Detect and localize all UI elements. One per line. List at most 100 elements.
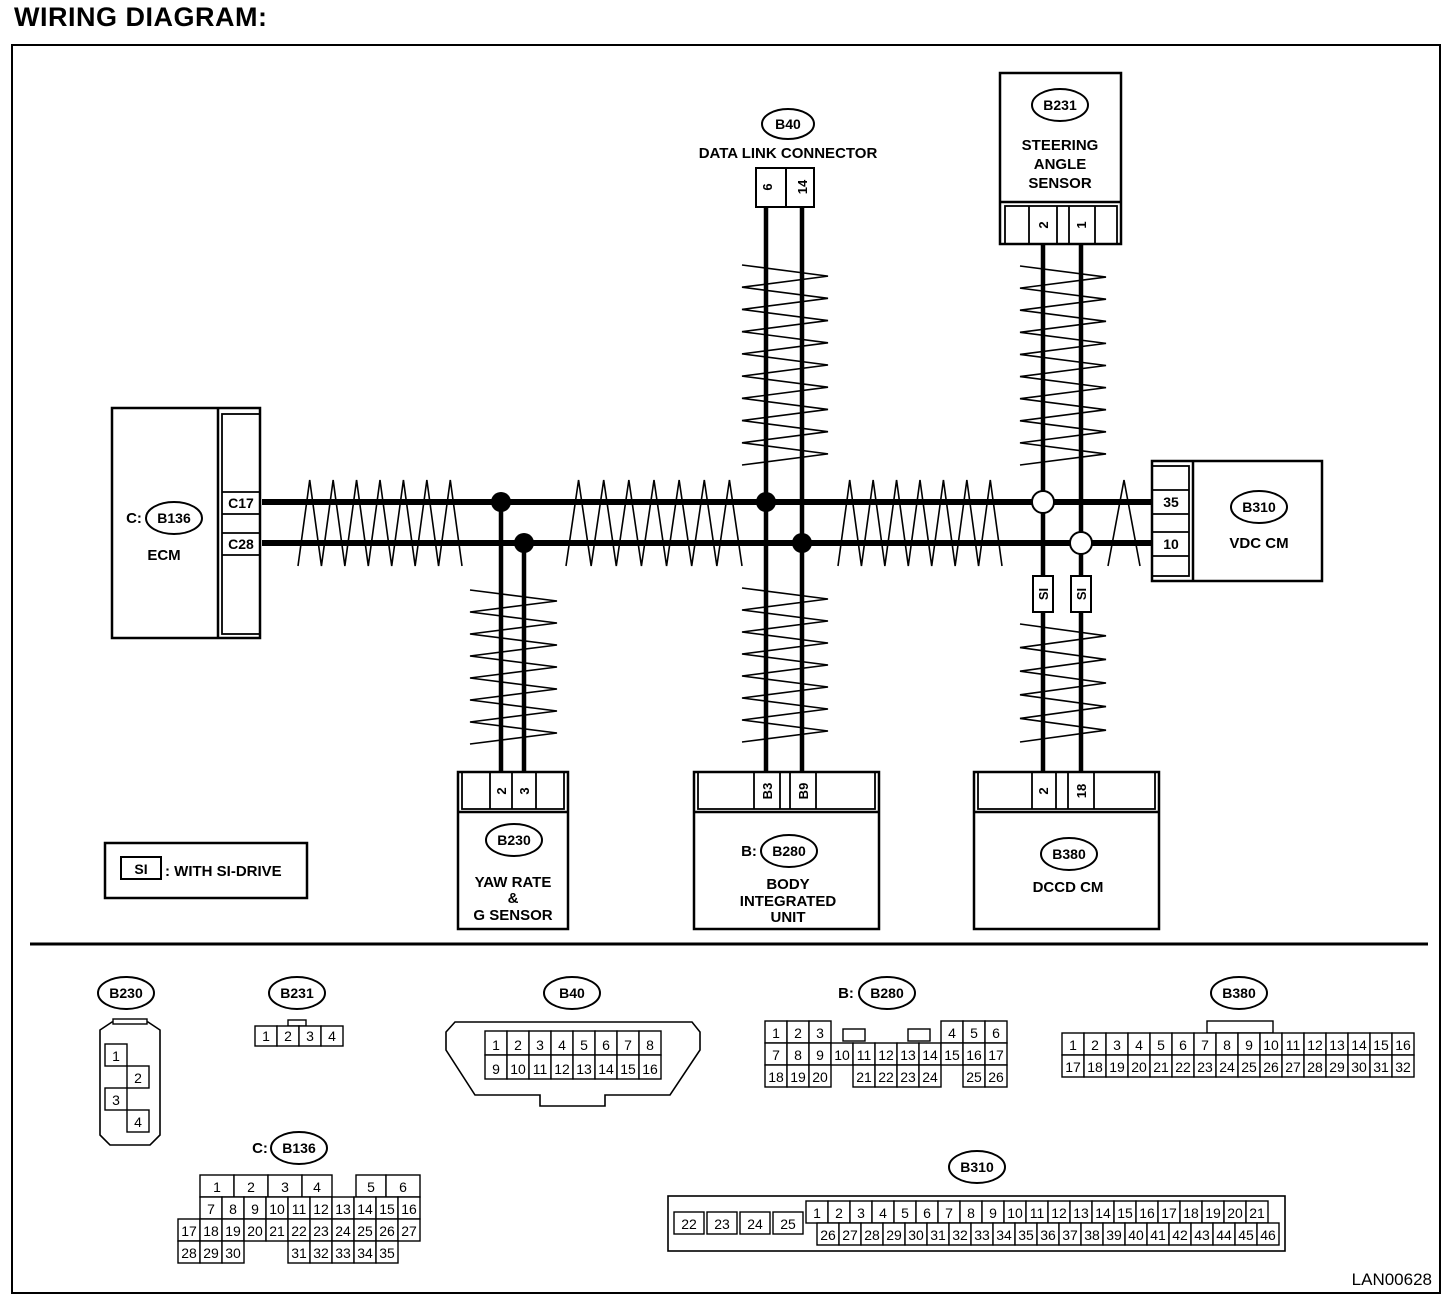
pin-number: 6 <box>399 1179 407 1195</box>
pin-number: 39 <box>1106 1227 1122 1243</box>
module-name: ANGLE <box>1034 156 1087 173</box>
pin-number: 28 <box>1307 1059 1323 1075</box>
connector-id: B280 <box>870 985 904 1001</box>
pin-number: 12 <box>878 1047 894 1063</box>
pin-number: 14 <box>357 1201 373 1217</box>
pin-number: 35 <box>379 1245 395 1261</box>
pin-cell <box>1256 1222 1280 1246</box>
pin-number: 15 <box>620 1061 636 1077</box>
pin-number: 13 <box>576 1061 592 1077</box>
pin-number: 25 <box>966 1069 982 1085</box>
pin-number: 22 <box>291 1223 307 1239</box>
pin-cell <box>126 1109 150 1133</box>
pin-number: 25 <box>357 1223 373 1239</box>
pin-number: 1 <box>813 1205 821 1221</box>
steering-angle-sensor: B231 STEERING ANGLE SENSOR 2 1 <box>998 71 1123 246</box>
pin-number: 17 <box>1161 1205 1177 1221</box>
pin-number: 32 <box>952 1227 968 1243</box>
pin-label: B3 <box>760 783 775 800</box>
si-tag <box>1032 575 1054 613</box>
connector-id-oval <box>270 1131 328 1165</box>
pin-number: 7 <box>1201 1037 1209 1053</box>
pin-cell <box>1391 1054 1415 1078</box>
pin-number: 37 <box>1062 1227 1078 1243</box>
pin-number: 1 <box>1069 1037 1077 1053</box>
pin-number: 27 <box>842 1227 858 1243</box>
connector-point <box>1069 531 1093 555</box>
connector-id: B136 <box>157 510 191 526</box>
pin-number: 30 <box>1351 1059 1367 1075</box>
pin-number: 26 <box>1263 1059 1279 1075</box>
pin-label: B9 <box>796 783 811 800</box>
pin-number: 1 <box>213 1179 221 1195</box>
twist-mark <box>469 589 558 745</box>
pin-number: 4 <box>1135 1037 1143 1053</box>
pin-cell <box>918 1064 942 1088</box>
pin-number: 11 <box>857 1047 872 1063</box>
twist-mark <box>297 479 463 567</box>
pin-number: 8 <box>967 1205 975 1221</box>
pin-number: 12 <box>1307 1037 1323 1053</box>
yaw-rate-g-sensor: 2 3 B230 YAW RATE & G SENSOR <box>456 770 570 931</box>
pin-number: 2 <box>514 1037 522 1053</box>
pin-number: 7 <box>945 1205 953 1221</box>
pin-number: 31 <box>930 1227 946 1243</box>
pin-number: 35 <box>1018 1227 1034 1243</box>
twist-mark <box>837 479 1003 567</box>
pin-number: 10 <box>510 1061 526 1077</box>
connector-id: B231 <box>280 985 314 1001</box>
pin-number: 30 <box>225 1245 241 1261</box>
pin-number: 26 <box>988 1069 1004 1085</box>
twist-mark <box>1019 623 1107 743</box>
twist-mark <box>741 264 829 466</box>
pin-number: 13 <box>900 1047 916 1063</box>
module-name: ECM <box>147 547 180 564</box>
pin-label: C17 <box>228 495 254 511</box>
pin-number: 32 <box>313 1245 329 1261</box>
connector-id: B230 <box>497 832 531 848</box>
pin-number: 19 <box>790 1069 806 1085</box>
connector-id: B40 <box>559 985 585 1001</box>
pin-number: 33 <box>974 1227 990 1243</box>
pin-number: 46 <box>1260 1227 1276 1243</box>
pin-number: 23 <box>900 1069 916 1085</box>
pin-number: 19 <box>225 1223 241 1239</box>
si-tag-label: SI <box>1036 588 1051 600</box>
pin-cell <box>126 1065 150 1089</box>
pin-number: 16 <box>642 1061 658 1077</box>
module-name: BODY <box>766 876 809 893</box>
pin-number: 28 <box>181 1245 197 1261</box>
connector-id-oval <box>268 976 326 1010</box>
pin-number: 9 <box>1245 1037 1253 1053</box>
pin-number: 15 <box>944 1047 960 1063</box>
pin-number: 24 <box>747 1216 763 1232</box>
pin-number: 16 <box>1139 1205 1155 1221</box>
pin-number: 2 <box>835 1205 843 1221</box>
legend-text: : WITH SI-DRIVE <box>165 863 282 880</box>
pin-number: 8 <box>794 1047 802 1063</box>
connector-id-oval <box>485 823 543 857</box>
pin-number: 3 <box>281 1179 289 1195</box>
connector-id: B230 <box>109 985 143 1001</box>
pin-number: 45 <box>1238 1227 1254 1243</box>
pin-cell <box>397 1218 421 1242</box>
pin-number: 2 <box>134 1070 142 1086</box>
pin-number: 18 <box>1183 1205 1199 1221</box>
module-name: INTEGRATED <box>740 893 837 910</box>
connector-id-oval <box>97 976 155 1010</box>
figure-id: LAN00628 <box>1352 1270 1432 1289</box>
pin-number: 4 <box>879 1205 887 1221</box>
pin-number: 19 <box>1205 1205 1221 1221</box>
pin-cell <box>739 1211 771 1235</box>
pin-number: 18 <box>203 1223 219 1239</box>
pin-number: 11 <box>1030 1205 1045 1221</box>
pin-number: 1 <box>492 1037 500 1053</box>
pin-number: 9 <box>251 1201 259 1217</box>
pin-number: 14 <box>922 1047 938 1063</box>
